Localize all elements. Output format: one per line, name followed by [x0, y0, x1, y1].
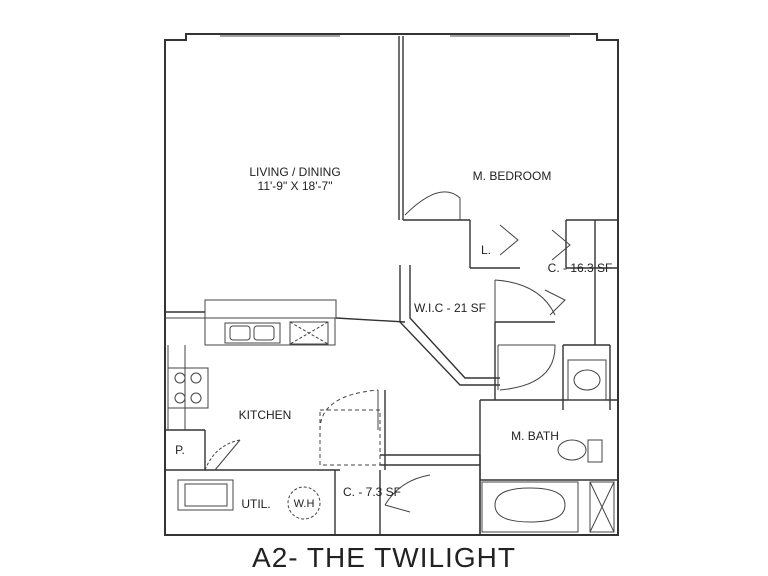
wic-label: W.I.C - 21 SF	[414, 301, 486, 315]
fixtures	[165, 35, 615, 533]
room-labels: LIVING / DINING 11'-9" X 18'-7" M. BEDRO…	[175, 165, 612, 511]
living-label: LIVING / DINING	[249, 165, 340, 179]
walls	[164, 33, 619, 536]
pantry-label: P.	[175, 443, 185, 457]
plan-caption: A2- THE TWILIGHT	[252, 542, 516, 573]
closet-label: C. - 16.3 SF	[548, 261, 613, 275]
kitchen-label: KITCHEN	[239, 408, 292, 422]
linen-label: L.	[481, 243, 491, 257]
coat-closet-label: C. - 7.3 SF	[343, 485, 401, 499]
utility-label: UTIL.	[241, 497, 270, 511]
living-size-label: 11'-9" X 18'-7"	[258, 179, 333, 193]
bath-label: M. BATH	[511, 429, 559, 443]
water-heater-label: W.H	[294, 498, 315, 510]
bedroom-label: M. BEDROOM	[473, 169, 552, 183]
